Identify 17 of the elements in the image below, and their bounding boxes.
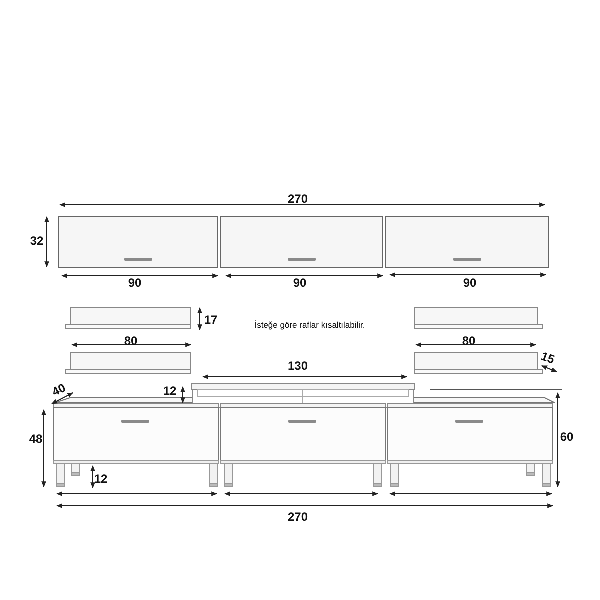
dimension-label: 130 bbox=[288, 360, 308, 372]
dimension-label: 48 bbox=[29, 433, 43, 445]
dimension-label: 12 bbox=[163, 385, 177, 397]
dimension-label: 80 bbox=[124, 335, 138, 347]
dimension-label: 32 bbox=[30, 235, 44, 247]
dimension-label: 270 bbox=[288, 511, 308, 523]
dimension-label: 270 bbox=[288, 193, 308, 205]
dimension-label: 40 bbox=[50, 382, 68, 398]
dimension-label: 80 bbox=[462, 335, 476, 347]
note-text: İsteğe göre raflar kısaltılabilir. bbox=[254, 320, 366, 330]
dimension-label: 12 bbox=[94, 473, 108, 485]
dimension-label: 15 bbox=[540, 350, 556, 366]
dimension-label: 60 bbox=[560, 431, 574, 443]
dimension-label: 90 bbox=[463, 277, 477, 289]
dimension-label: 90 bbox=[128, 277, 142, 289]
dimension-label: 17 bbox=[204, 314, 218, 326]
dimension-label: 90 bbox=[293, 277, 307, 289]
